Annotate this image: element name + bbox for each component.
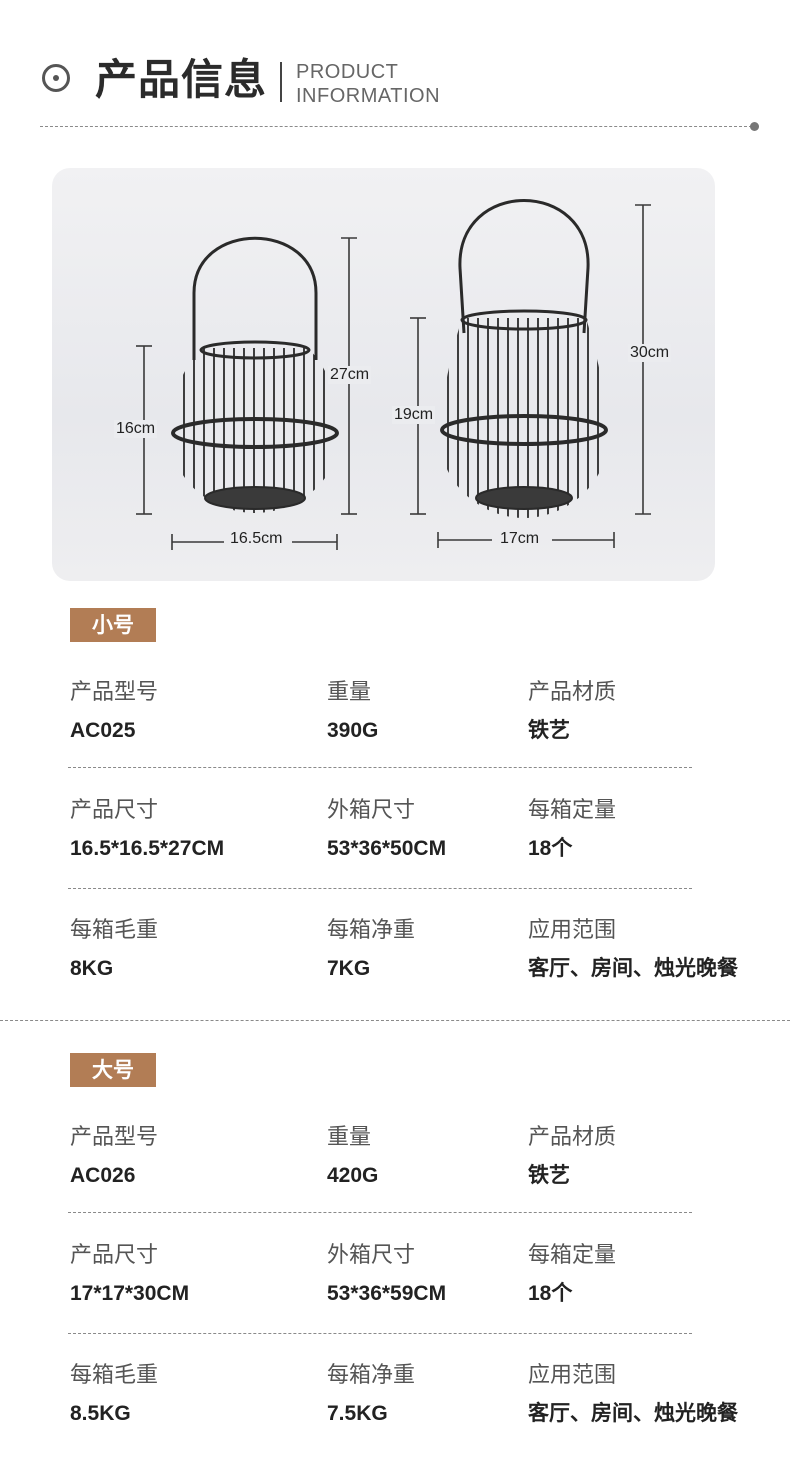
spec-label: 重量 [327,680,372,705]
product-photo: 16cm 27cm 16.5cm 19cm 30cm 17cm [52,168,715,581]
spec-cell: 产品材质 铁艺 [528,1123,616,1191]
spec-cell: 产品材质 铁艺 [528,678,616,746]
small-body-height-label: 16cm [114,420,158,438]
spec-row: 产品尺寸 16.5*16.5*27CM 外箱尺寸 53*36*50CM 每箱定量… [0,796,790,886]
spec-row: 每箱毛重 8.5KG 每箱净重 7.5KG 应用范围 客厅、房间、烛光晚餐 [0,1361,790,1451]
spec-label: 应用范围 [528,918,617,943]
title-divider [280,62,282,102]
spec-cell: 每箱净重 7KG [327,916,415,984]
page-header: 产品信息 PRODUCT INFORMATION [0,0,790,140]
large-total-height-label: 30cm [628,344,672,362]
spec-cell: 应用范围 客厅、房间、烛光晚餐 [528,916,738,984]
spec-row: 每箱毛重 8KG 每箱净重 7KG 应用范围 客厅、房间、烛光晚餐 [0,916,790,1006]
spec-value: 7.5KG [327,1402,388,1425]
spec-cell: 外箱尺寸 53*36*59CM [327,1241,446,1309]
spec-cell: 每箱净重 7.5KG [327,1361,415,1429]
spec-cell: 产品型号 AC026 [70,1123,158,1191]
spec-value: 7KG [327,957,371,980]
spec-label: 每箱毛重 [70,918,159,943]
page-subtitle: PRODUCT INFORMATION [296,60,440,108]
header-divider [40,126,752,127]
spec-value: 客厅、房间、烛光晚餐 [528,1402,738,1425]
subtitle-line-2: INFORMATION [296,85,441,107]
spec-cell: 外箱尺寸 53*36*50CM [327,796,446,864]
spec-cell: 重量 420G [327,1123,378,1191]
spec-cell: 每箱定量 18个 [528,796,616,864]
subtitle-line-1: PRODUCT [296,61,399,83]
large-lantern [440,199,608,518]
spec-cell: 重量 390G [327,678,378,746]
spec-value: 53*36*50CM [327,837,447,860]
spec-value: 18个 [528,837,573,860]
section-divider [0,1020,790,1021]
spec-value: 客厅、房间、烛光晚餐 [528,957,738,980]
spec-label: 每箱定量 [528,1243,617,1268]
spec-value: 18个 [528,1282,573,1305]
spec-cell: 每箱定量 18个 [528,1241,616,1309]
size-badge: 小号 [70,608,156,642]
small-total-height-label: 27cm [328,366,372,384]
spec-label: 重量 [327,1125,372,1150]
target-icon [42,64,70,92]
spec-label: 每箱定量 [528,798,617,823]
spec-value: 铁艺 [528,719,570,742]
row-divider [68,767,692,768]
row-divider [68,1212,692,1213]
row-divider [68,1333,692,1334]
small-width-label: 16.5cm [230,530,283,547]
lantern-illustration [136,199,651,550]
spec-value: 8KG [70,957,114,980]
spec-label: 产品型号 [70,680,159,705]
spec-label: 应用范围 [528,1363,617,1388]
spec-label: 每箱净重 [327,1363,416,1388]
spec-row: 产品型号 AC026 重量 420G 产品材质 铁艺 [0,1123,790,1213]
spec-label: 每箱毛重 [70,1363,159,1388]
spec-label: 外箱尺寸 [327,798,416,823]
spec-cell: 产品尺寸 17*17*30CM [70,1241,189,1309]
spec-value: 16.5*16.5*27CM [70,837,225,860]
row-divider [68,888,692,889]
spec-label: 每箱净重 [327,918,416,943]
spec-label: 产品材质 [528,680,617,705]
spec-value: 53*36*59CM [327,1282,447,1305]
spec-cell: 产品尺寸 16.5*16.5*27CM [70,796,224,864]
spec-row: 产品型号 AC025 重量 390G 产品材质 铁艺 [0,678,790,768]
spec-cell: 产品型号 AC025 [70,678,158,746]
large-body-height-label: 19cm [392,406,436,424]
spec-value: 铁艺 [528,1164,570,1187]
spec-label: 产品尺寸 [70,1243,159,1268]
small-lantern [171,236,339,513]
spec-row: 产品尺寸 17*17*30CM 外箱尺寸 53*36*59CM 每箱定量 18个 [0,1241,790,1331]
spec-value: 390G [327,719,379,742]
spec-value: AC026 [70,1164,136,1187]
spec-label: 外箱尺寸 [327,1243,416,1268]
spec-value: 420G [327,1164,379,1187]
large-width-label: 17cm [500,530,540,547]
spec-label: 产品材质 [528,1125,617,1150]
spec-cell: 每箱毛重 8KG [70,916,158,984]
spec-cell: 应用范围 客厅、房间、烛光晚餐 [528,1361,738,1429]
spec-value: 17*17*30CM [70,1282,190,1305]
divider-dot [750,122,759,131]
spec-label: 产品型号 [70,1125,159,1150]
page-title: 产品信息 [95,55,268,104]
spec-cell: 每箱毛重 8.5KG [70,1361,158,1429]
spec-value: AC025 [70,719,136,742]
size-badge: 大号 [70,1053,156,1087]
spec-label: 产品尺寸 [70,798,159,823]
spec-value: 8.5KG [70,1402,131,1425]
